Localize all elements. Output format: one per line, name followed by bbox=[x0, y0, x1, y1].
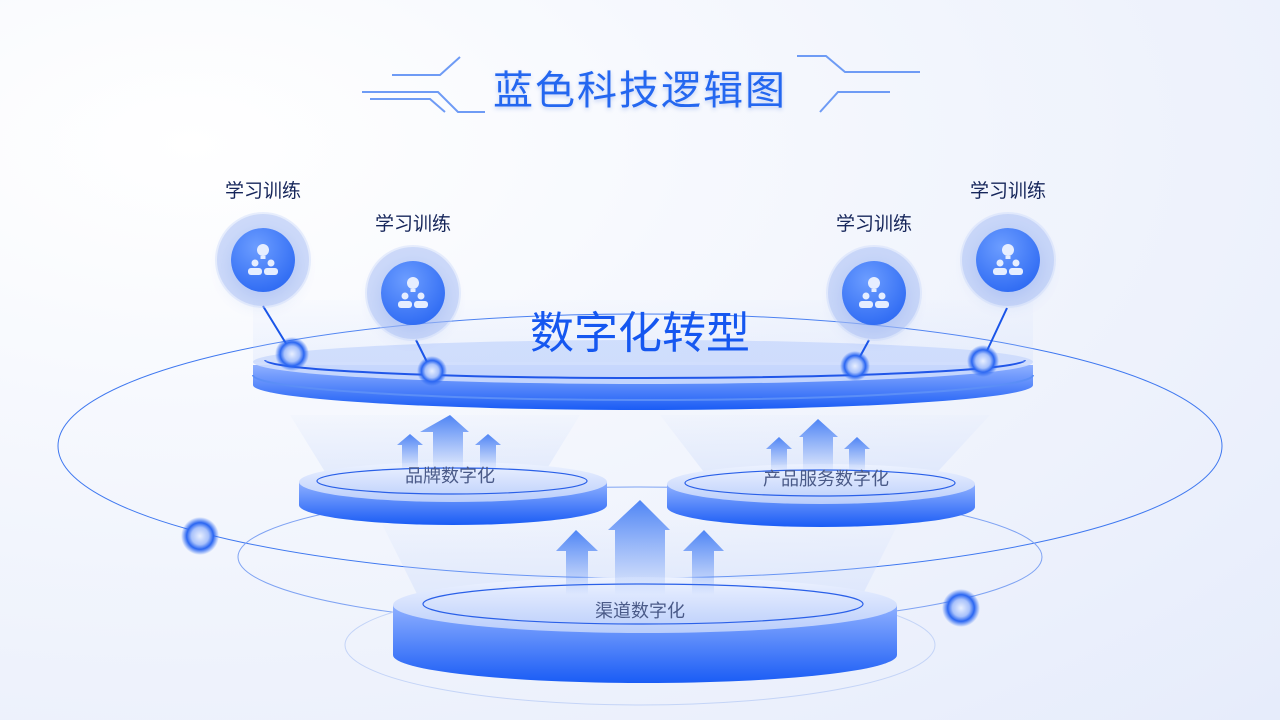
right-platform bbox=[667, 464, 975, 527]
arrows-bottom bbox=[556, 500, 724, 595]
connector-dot bbox=[840, 351, 870, 381]
bottom-platform-label: 渠道数字化 bbox=[595, 601, 685, 622]
team-idea-icon bbox=[398, 277, 428, 308]
arrows-left bbox=[397, 415, 501, 470]
title-decoration-right bbox=[797, 55, 920, 113]
node-label: 学习训练 bbox=[969, 180, 1047, 202]
main-platform-label: 数字化转型 bbox=[530, 308, 750, 359]
connector-dot bbox=[967, 345, 999, 377]
orbit-dot bbox=[181, 517, 219, 555]
node-label: 学习训练 bbox=[224, 180, 302, 202]
orbit-dot bbox=[942, 589, 980, 627]
connector-dot bbox=[275, 337, 309, 371]
main-platform bbox=[252, 300, 1034, 410]
node-circle bbox=[842, 261, 906, 325]
node-circle bbox=[976, 228, 1040, 292]
node-circle bbox=[381, 261, 445, 325]
node-label: 学习训练 bbox=[835, 213, 913, 235]
node-circle bbox=[231, 228, 295, 292]
page-title: 蓝色科技逻辑图 bbox=[493, 68, 787, 114]
arrows-right bbox=[766, 419, 870, 472]
team-idea-icon bbox=[993, 244, 1023, 275]
team-idea-icon bbox=[248, 244, 278, 275]
bottom-platform bbox=[393, 577, 897, 683]
left-platform-label: 品牌数字化 bbox=[405, 466, 495, 487]
title-decoration-left bbox=[362, 56, 485, 113]
right-platform-label: 产品服务数字化 bbox=[763, 469, 889, 490]
team-idea-icon bbox=[859, 277, 889, 308]
node-label: 学习训练 bbox=[374, 213, 452, 235]
connector-dot bbox=[417, 356, 447, 386]
